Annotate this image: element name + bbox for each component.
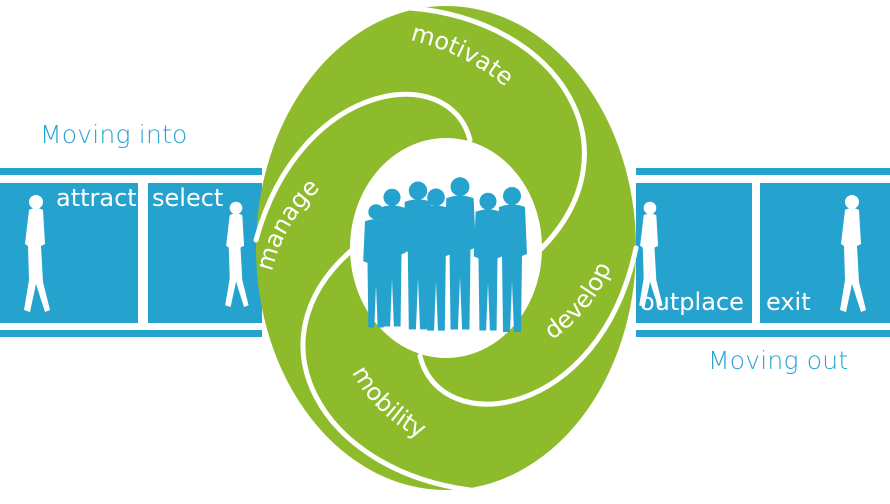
stage-box-attract bbox=[0, 183, 138, 323]
swirl-divider-1 bbox=[407, 5, 587, 253]
moving-out-heading: Moving out bbox=[708, 346, 849, 375]
stage-label-outplace: outplace bbox=[640, 288, 744, 316]
stage-label-select: select bbox=[152, 184, 223, 212]
ring-swirl-dividers bbox=[253, 5, 639, 493]
stage-label-exit: exit bbox=[766, 288, 811, 316]
swirl-divider-4 bbox=[253, 91, 473, 243]
stage-box-exit bbox=[760, 183, 890, 323]
moving-out-band: outplace exit bbox=[636, 168, 890, 337]
swirl-divider-3 bbox=[300, 247, 473, 493]
moving-into-heading: Moving into bbox=[40, 120, 188, 149]
band-top-rail bbox=[0, 168, 262, 175]
stage-label-attract: attract bbox=[56, 184, 137, 212]
band-top-rail-right bbox=[636, 168, 890, 175]
band-bottom-rail bbox=[0, 330, 262, 337]
moving-into-band: attract select bbox=[0, 168, 262, 337]
swirl-divider-2 bbox=[417, 245, 639, 407]
band-bottom-rail-right bbox=[636, 330, 890, 337]
